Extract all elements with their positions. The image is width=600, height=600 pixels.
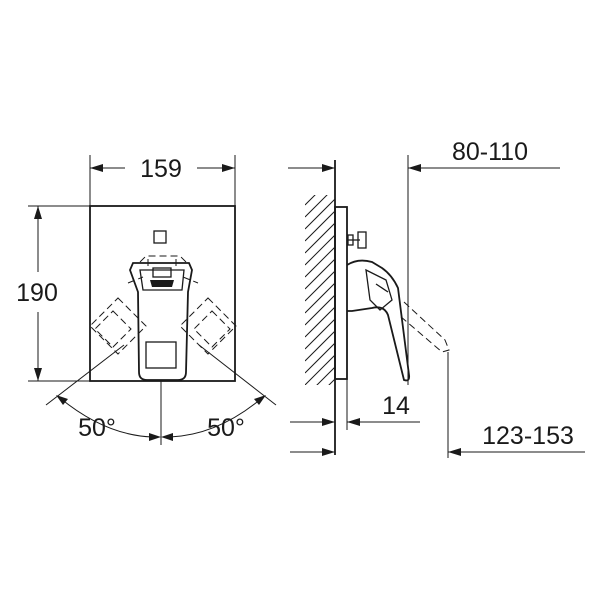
width-dimension-label: 159 (140, 155, 182, 183)
side-projection-dimension: 80-110 (288, 138, 560, 385)
cover-plate-side (334, 206, 348, 380)
height-dimension-label: 190 (16, 279, 58, 307)
rotation-right-dashed (179, 297, 237, 355)
handle-side (346, 259, 450, 382)
wall-hatching (305, 195, 335, 385)
rotation-left-dashed (89, 297, 147, 355)
wall-offset-dimension: 14 (290, 379, 420, 430)
front-view: 159 190 50° 50° (16, 155, 277, 445)
angle-left-label: 50° (78, 414, 116, 442)
cover-plate (89, 205, 236, 382)
stop-knob (347, 231, 367, 249)
side-depth-label: 123-153 (482, 422, 574, 450)
angle-right-label: 50° (207, 414, 245, 442)
width-dimension: 159 (89, 155, 236, 206)
wall-offset-label: 14 (382, 392, 410, 420)
side-projection-label: 80-110 (452, 138, 528, 166)
height-dimension: 190 (16, 205, 90, 382)
handle-front (127, 255, 199, 381)
side-view: 80-110 14 123-153 (288, 138, 585, 458)
indicator-square (153, 230, 167, 244)
angle-dimensions: 50° 50° (45, 344, 277, 445)
side-depth-dimension: 123-153 (290, 352, 585, 458)
